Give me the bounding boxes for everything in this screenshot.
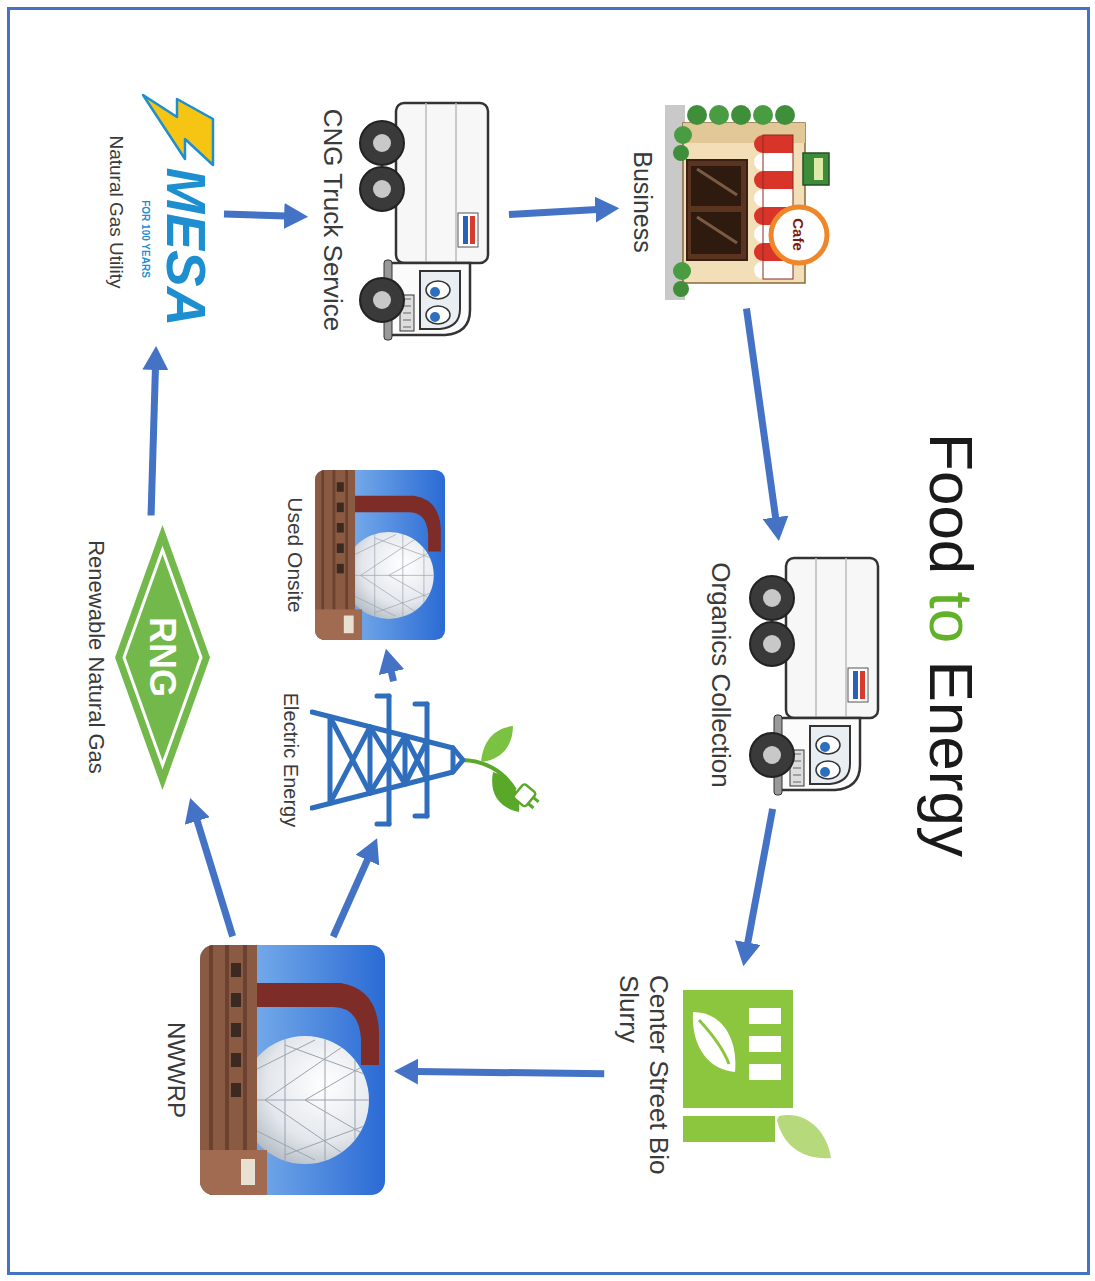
truck-illustration (355, 95, 500, 345)
flow-arrow (151, 368, 155, 516)
node-label: Center Street Bio Slurry (613, 975, 673, 1175)
flow-arrow (333, 858, 368, 936)
rng-node: RNG Renewable Natural Gas (84, 525, 210, 790)
business-node: Cafe Business (628, 105, 835, 300)
utility-node: MESA FOR 100 YEARS Natural Gas Utility (105, 87, 215, 337)
diamond-text: RNG (145, 617, 181, 697)
factory-icon-frame (683, 990, 833, 1160)
cafe-illustration (665, 105, 835, 300)
node-label: NWWRP (162, 1022, 190, 1118)
title-word: Food (917, 433, 986, 592)
pylon-icon-frame (310, 690, 545, 830)
onsite-node: Used Onsite (283, 470, 445, 640)
flow-arrow (746, 308, 775, 519)
logo-tagline: FOR 100 YEARS (140, 200, 150, 278)
flow-arrow (747, 809, 772, 945)
plant-photo (200, 945, 385, 1195)
flow-arrow (224, 214, 286, 216)
factory-icon (683, 990, 833, 1160)
node-label: Natural Gas Utility (105, 135, 127, 288)
rng-diamond-frame: RNG (115, 525, 210, 790)
title-word: Energy (917, 661, 986, 857)
utility-logo-frame: MESA FOR 100 YEARS (133, 87, 215, 337)
plant-photo-frame (315, 470, 445, 640)
truck-illustration-frame (355, 95, 500, 345)
truck-node: CNG Truck Service (317, 95, 500, 345)
title-word: to (917, 592, 986, 661)
truck-illustration (745, 550, 890, 800)
node-label: Renewable Natural Gas (84, 540, 109, 774)
logo-text: MESA (159, 168, 214, 327)
plant-photo (315, 470, 445, 640)
plant-photo-frame (200, 945, 385, 1195)
sign-text: Cafe (792, 218, 807, 251)
cafe-illustration-frame: Cafe (665, 105, 835, 300)
facility-node: Center Street Bio Slurry (613, 975, 833, 1175)
flow-arrow (391, 670, 394, 681)
node-label: Used Onsite (283, 497, 307, 613)
collection-node: Organics Collection (705, 550, 890, 800)
flow-arrow (509, 209, 597, 214)
truck-illustration-frame (745, 550, 890, 800)
node-label: CNG Truck Service (317, 109, 347, 332)
flow-arrow (416, 1072, 604, 1074)
electric-node: Electric Energy (279, 690, 545, 830)
flow-arrow (197, 819, 233, 936)
plant-node: NWWRP (162, 945, 385, 1195)
pylon-icon (310, 690, 545, 830)
node-label: Business (628, 151, 657, 252)
node-label: Electric Energy (279, 693, 302, 828)
diagram-title: Food to Energy (917, 433, 985, 857)
node-label: Organics Collection (705, 562, 735, 787)
